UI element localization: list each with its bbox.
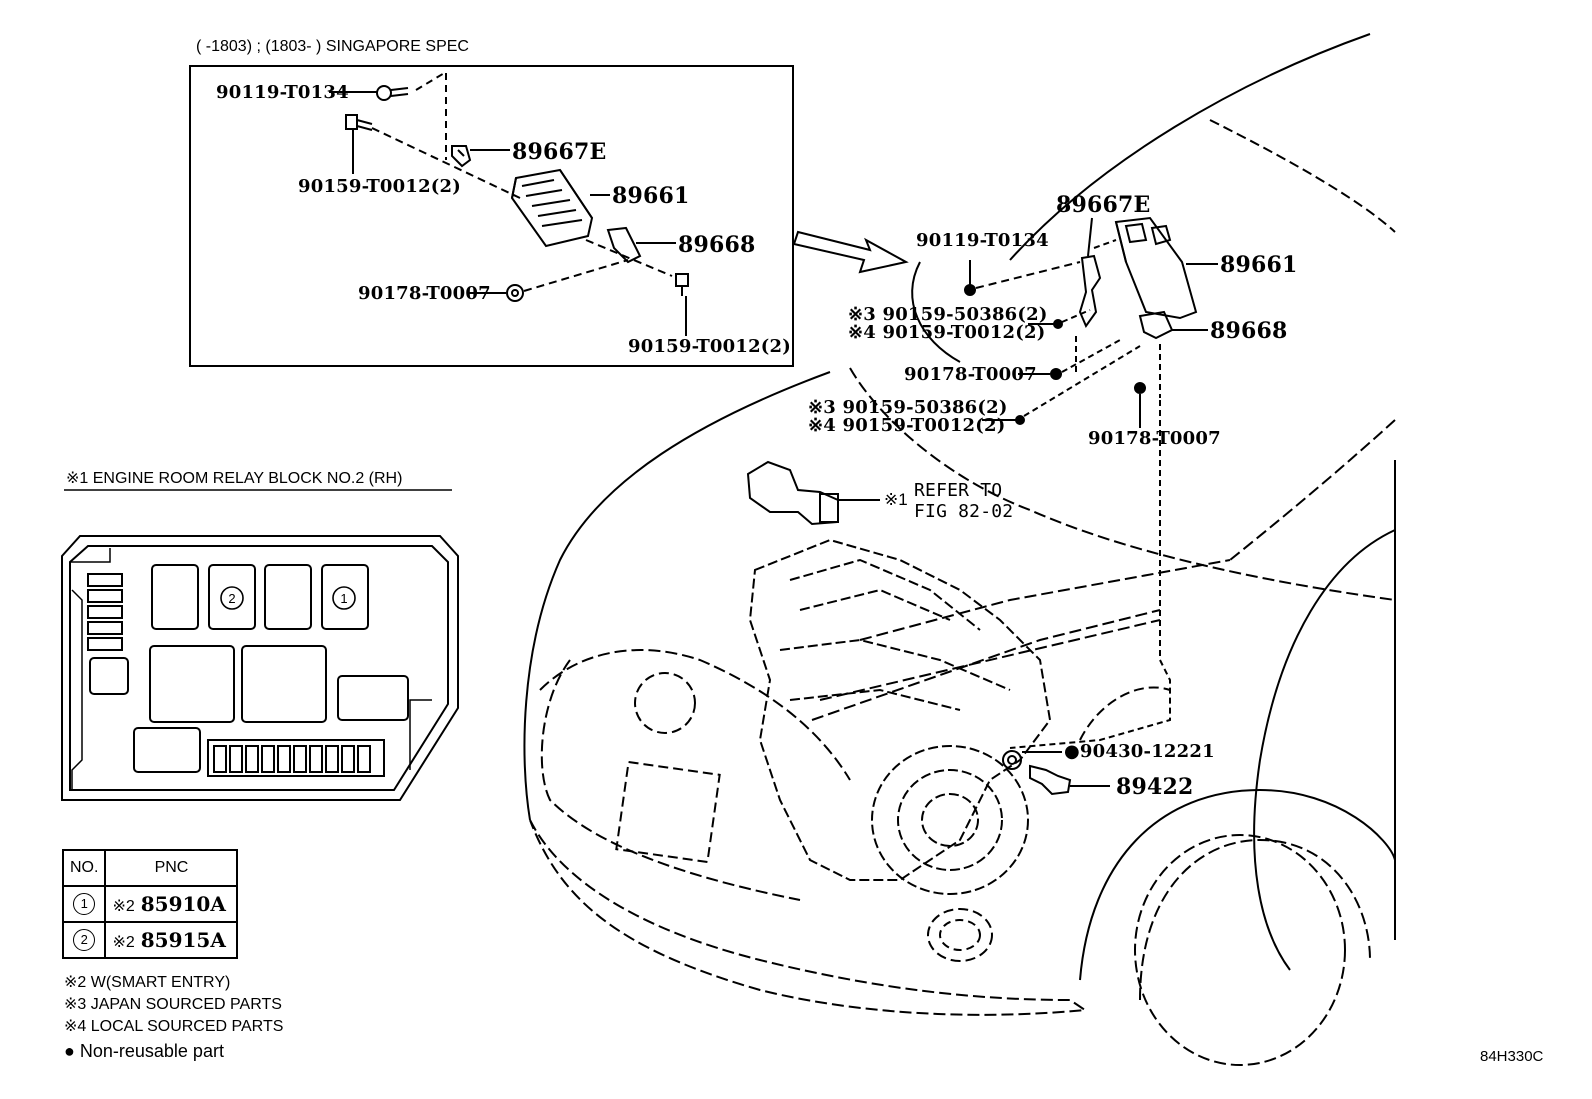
pnc-table-header: NO. PNC: [61, 849, 239, 887]
main-bolt-1-icon: [1053, 319, 1063, 329]
main-sensor-icon: [1029, 764, 1072, 796]
inset-part-90159-t0012-bottom[interactable]: 90159-T0012(2): [628, 336, 791, 357]
main-part-89661[interactable]: 89661: [1220, 252, 1298, 278]
main-ecu-icon: [1114, 216, 1198, 320]
inset-nut-icon: [506, 284, 524, 302]
pnc-header-pnc: PNC: [104, 849, 239, 887]
inset-part-89667e[interactable]: 89667E: [512, 139, 607, 165]
engine-icon: [748, 538, 1052, 881]
engine-relay-block-icon: [746, 460, 839, 526]
refer-mark: ※1: [884, 490, 908, 509]
note-japan-sourced: ※3 JAPAN SOURCED PARTS: [64, 996, 282, 1013]
pnc-row-1-no: 1: [73, 893, 96, 915]
inset-bracket-e-icon: [451, 145, 472, 168]
note-non-reusable: ● Non-reusable part: [64, 1041, 224, 1061]
figure-code: 84H330C: [1480, 1048, 1544, 1065]
inset-bolt-bottom-icon: [675, 273, 689, 296]
pnc-row-2-no: 2: [73, 929, 96, 951]
pnc-table: NO. PNC 1 ※2 85910A 2 ※2 85915A: [61, 849, 239, 959]
main-part-89667e[interactable]: 89667E: [1056, 192, 1151, 218]
inset-frame: [189, 65, 794, 367]
inset-part-90178-t0007[interactable]: 90178-T0007: [358, 283, 491, 304]
inset-bolt-left-icon: [345, 114, 373, 131]
pnc-header-no: NO.: [61, 849, 107, 887]
refer-line-2[interactable]: FIG 82-02: [914, 501, 1014, 522]
note-local-sourced: ※4 LOCAL SOURCED PARTS: [64, 1018, 284, 1035]
pnc-row-1-mark: ※2: [112, 898, 135, 915]
main-part-90159-t0012-1[interactable]: ※4 90159-T0012(2): [848, 322, 1046, 343]
main-part-90430-12221[interactable]: ●90430-12221: [1064, 741, 1215, 762]
note-smart-entry: ※2 W(SMART ENTRY): [64, 974, 231, 991]
inset-bolt-top-icon: [376, 85, 409, 101]
refer-line-1[interactable]: REFER TO: [914, 480, 1003, 501]
main-nut-left-icon: [1050, 368, 1062, 380]
relay-block-schematic: [61, 535, 459, 801]
main-nut-right-icon: [1134, 382, 1146, 394]
inset-part-89661[interactable]: 89661: [612, 183, 690, 209]
direction-arrow: [792, 230, 909, 274]
main-part-90178-t0007-right[interactable]: 90178-T0007: [1088, 428, 1221, 449]
relay-slot-2-label: 2: [228, 591, 235, 606]
main-gasket-icon: [1002, 750, 1022, 770]
main-part-89422[interactable]: 89422: [1116, 774, 1194, 800]
transmission-icon: [871, 745, 1029, 895]
main-part-90159-t0012-2[interactable]: ※4 90159-T0012(2): [808, 415, 1006, 436]
main-part-90159-50386-1[interactable]: ※3 90159-50386(2): [848, 304, 1048, 325]
main-part-89668[interactable]: 89668: [1210, 318, 1288, 344]
main-bolt-2-icon: [1015, 415, 1025, 425]
table-row[interactable]: 1 ※2 85910A: [61, 885, 239, 923]
main-bracket-icon: [1138, 310, 1174, 340]
spec-label: ( -1803) ; (1803- ) SINGAPORE SPEC: [196, 38, 469, 55]
main-bracket-e-icon: [1078, 254, 1102, 329]
inset-part-90159-t0012-left[interactable]: 90159-T0012(2): [298, 176, 461, 197]
main-part-90119-t0134[interactable]: 90119-T0134: [916, 230, 1049, 251]
inset-bracket-icon: [606, 226, 642, 264]
pnc-row-1-value[interactable]: 85910A: [140, 892, 226, 916]
table-row[interactable]: 2 ※2 85915A: [61, 921, 239, 959]
inset-part-89668[interactable]: 89668: [678, 232, 756, 258]
main-part-90178-t0007-left[interactable]: 90178-T0007: [904, 364, 1037, 385]
main-part-90159-50386-2[interactable]: ※3 90159-50386(2): [808, 397, 1008, 418]
pnc-row-2-mark: ※2: [112, 934, 135, 951]
pnc-row-2-value[interactable]: 85915A: [140, 928, 226, 952]
inset-ecu-icon: [510, 168, 594, 248]
inset-part-90119-t0134[interactable]: 90119-T0134: [216, 82, 349, 103]
relay-slot-1-label: 1: [340, 591, 347, 606]
main-bolt-top-icon: [964, 260, 976, 296]
relay-block-title: ※1 ENGINE ROOM RELAY BLOCK NO.2 (RH): [66, 470, 403, 487]
